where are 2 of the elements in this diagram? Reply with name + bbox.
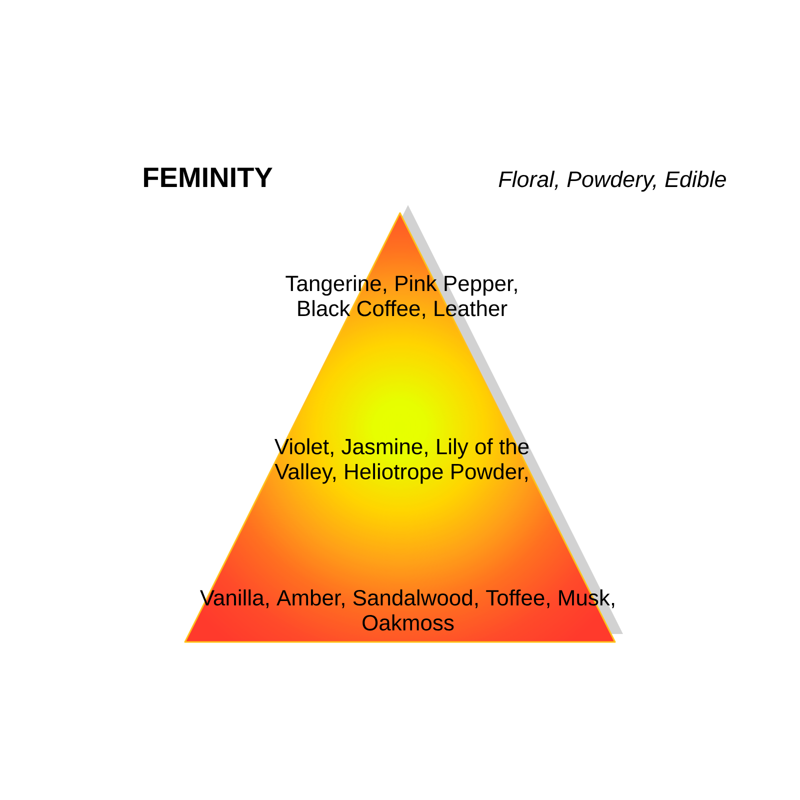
subtitle: Floral, Powdery, Edible (498, 170, 726, 192)
title: FEMINITY (144, 168, 272, 187)
